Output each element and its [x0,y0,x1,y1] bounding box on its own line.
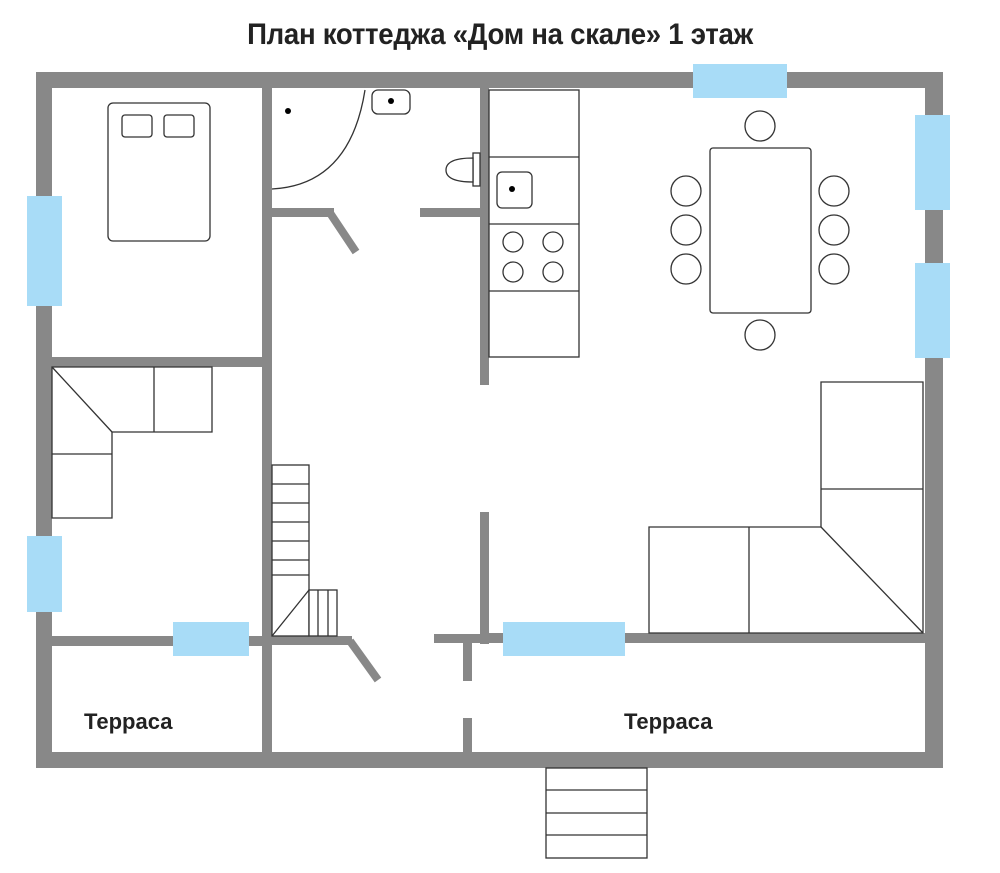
toilet-bowl [445,157,474,183]
entrance-steps [545,767,648,859]
terrace-right-label: Терраса [624,709,713,734]
bed [107,102,211,242]
window-inner-left [173,622,249,656]
stove [502,231,564,283]
window-right-1 [915,115,950,210]
dining-table [709,147,812,314]
shower-drain [285,108,291,114]
bathroom [271,89,481,190]
corner-sofa-left [51,366,213,519]
windows [27,64,950,656]
terrace-left-label: Терраса [84,709,173,734]
plan-title: План коттеджа «Дом на скале» 1 этаж [247,18,753,51]
interior-walls [52,88,925,752]
window-left-2 [27,536,62,612]
window-top [693,64,787,98]
interior-staircase [271,464,338,637]
window-inner-right [503,622,625,656]
window-right-2 [915,263,950,358]
window-left-1 [27,196,62,306]
corner-sofa-right [648,381,924,634]
toilet-tank [472,152,481,187]
kitchen-counter [488,89,580,358]
dining-set [670,110,850,351]
